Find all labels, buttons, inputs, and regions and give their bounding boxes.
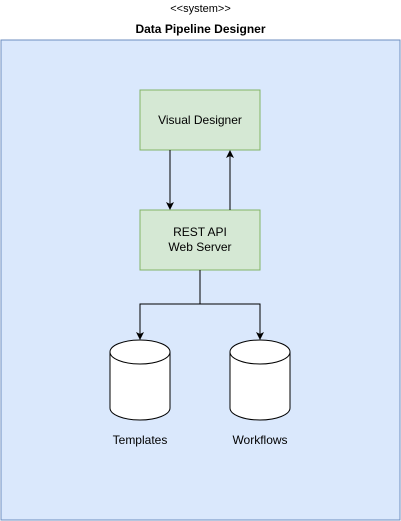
- rest-api-label-line2: Web Server: [168, 240, 231, 254]
- visual-designer-label: Visual Designer: [158, 113, 242, 127]
- templates-cylinder-rim: [109, 351, 171, 365]
- templates-cylinder: [109, 339, 171, 421]
- workflows-label: Workflows: [232, 433, 287, 447]
- visual-designer-box: [139, 89, 261, 151]
- system-title: Data Pipeline Designer: [135, 22, 266, 36]
- templates-label: Templates: [113, 433, 168, 447]
- rest-api-component[interactable]: REST API Web Server: [139, 209, 261, 271]
- arrow-api-to-workflows: [199, 270, 264, 340]
- visual-designer-component[interactable]: Visual Designer: [139, 89, 261, 151]
- templates-datastore[interactable]: Templates: [109, 339, 171, 447]
- workflows-cylinder-rim: [229, 351, 291, 365]
- workflows-datastore[interactable]: Workflows: [229, 339, 291, 447]
- workflows-cylinder: [229, 339, 291, 421]
- system-stereotype: <<system>>: [170, 3, 231, 15]
- rest-api-box: [139, 209, 261, 271]
- rest-api-label-line1: REST API: [173, 225, 227, 239]
